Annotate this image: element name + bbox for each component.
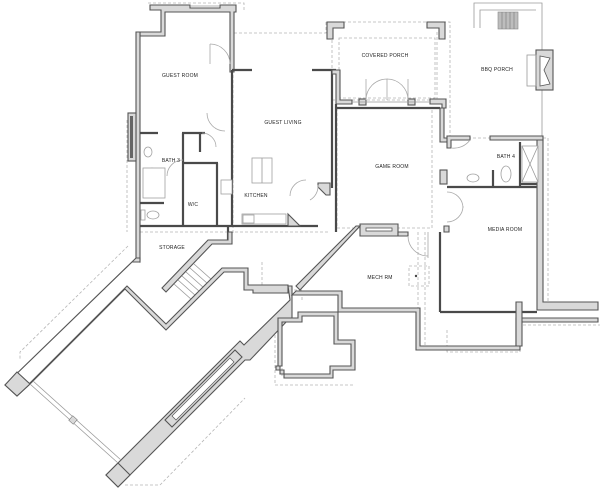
room-label-bath-3: BATH 3 bbox=[161, 158, 181, 164]
covered-porch bbox=[326, 21, 447, 109]
kitchen-fixtures bbox=[220, 157, 287, 225]
room-label-mech-rm: MECH RM bbox=[367, 275, 393, 281]
bath-3-fixtures bbox=[140, 146, 166, 221]
west-walls bbox=[127, 31, 141, 261]
mech-room-walls bbox=[295, 223, 429, 291]
room-label-bath-4: BATH 4 bbox=[496, 154, 516, 160]
guest-room-north-wall bbox=[139, 4, 237, 73]
room-label-game-room: GAME ROOM bbox=[375, 164, 409, 170]
game-room-walls bbox=[334, 104, 450, 232]
kitchen-angled-walls bbox=[287, 182, 331, 227]
dashed-outlines bbox=[19, 2, 600, 486]
room-label-storage: STORAGE bbox=[159, 245, 185, 251]
bath-4-media-walls bbox=[438, 135, 599, 314]
room-label-guest-room: GUEST ROOM bbox=[161, 73, 199, 79]
room-label-kitchen: KITCHEN bbox=[244, 193, 268, 199]
room-label-wic: W/C bbox=[187, 202, 199, 208]
south-walls bbox=[275, 290, 599, 379]
room-label-covered-porch: COVERED PORCH bbox=[361, 53, 409, 59]
room-label-bbq-porch: BBQ PORCH bbox=[481, 67, 513, 73]
room-label-guest-living: GUEST LIVING bbox=[264, 120, 302, 126]
room-label-media-room: MEDIA ROOM bbox=[487, 227, 523, 233]
garage-walls bbox=[4, 257, 293, 488]
storage-stair bbox=[161, 231, 233, 301]
doors-guest bbox=[166, 43, 319, 201]
bbq-porch bbox=[473, 2, 554, 138]
interior-walls bbox=[140, 68, 336, 240]
